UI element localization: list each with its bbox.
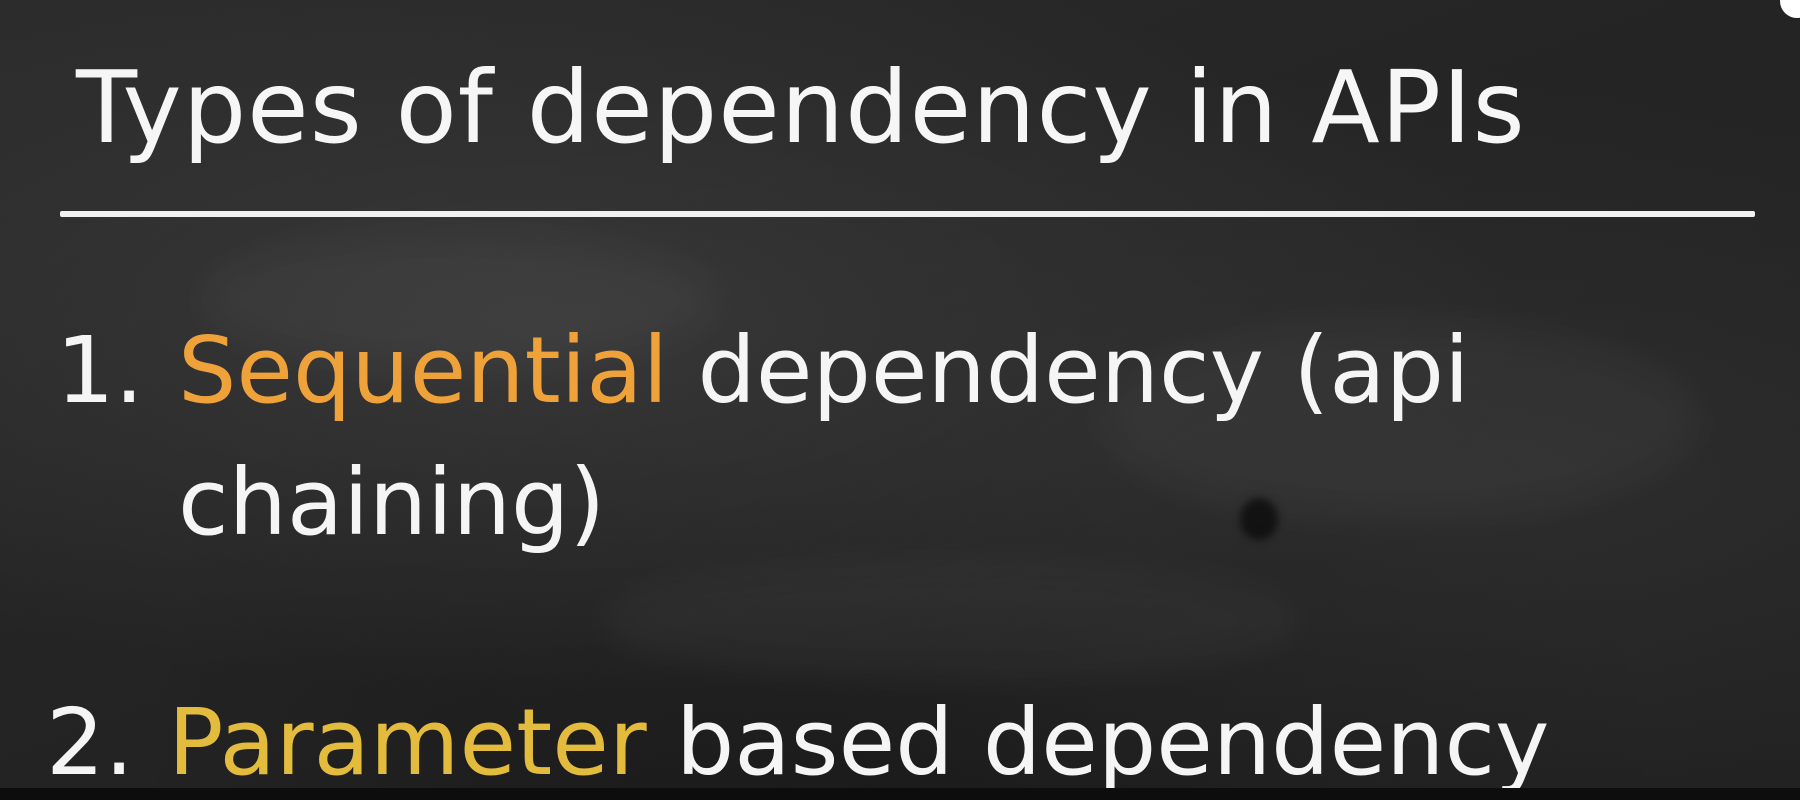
list-item-text: dependency (api <box>697 317 1470 424</box>
chalk-smudge <box>600 560 1300 680</box>
chalkboard-spot <box>1240 498 1278 540</box>
list-item-number: 1. <box>56 317 144 424</box>
list-item-text: based dependency <box>675 689 1550 796</box>
title-divider <box>60 211 1755 217</box>
corner-circle-icon <box>1780 0 1800 18</box>
list-item-1-continuation: chaining) <box>178 450 605 556</box>
list-item-2: 2. Parameter based dependency <box>46 690 1550 796</box>
list-item-keyword: Sequential <box>178 317 669 424</box>
list-item-text: chaining) <box>178 449 606 556</box>
caption-strip <box>0 788 1800 800</box>
slide-title: Types of dependency in APIs <box>76 49 1526 166</box>
list-item-number: 2. <box>46 689 134 796</box>
list-item-keyword: Parameter <box>168 689 647 796</box>
list-item-1: 1. Sequential dependency (api <box>56 318 1470 424</box>
